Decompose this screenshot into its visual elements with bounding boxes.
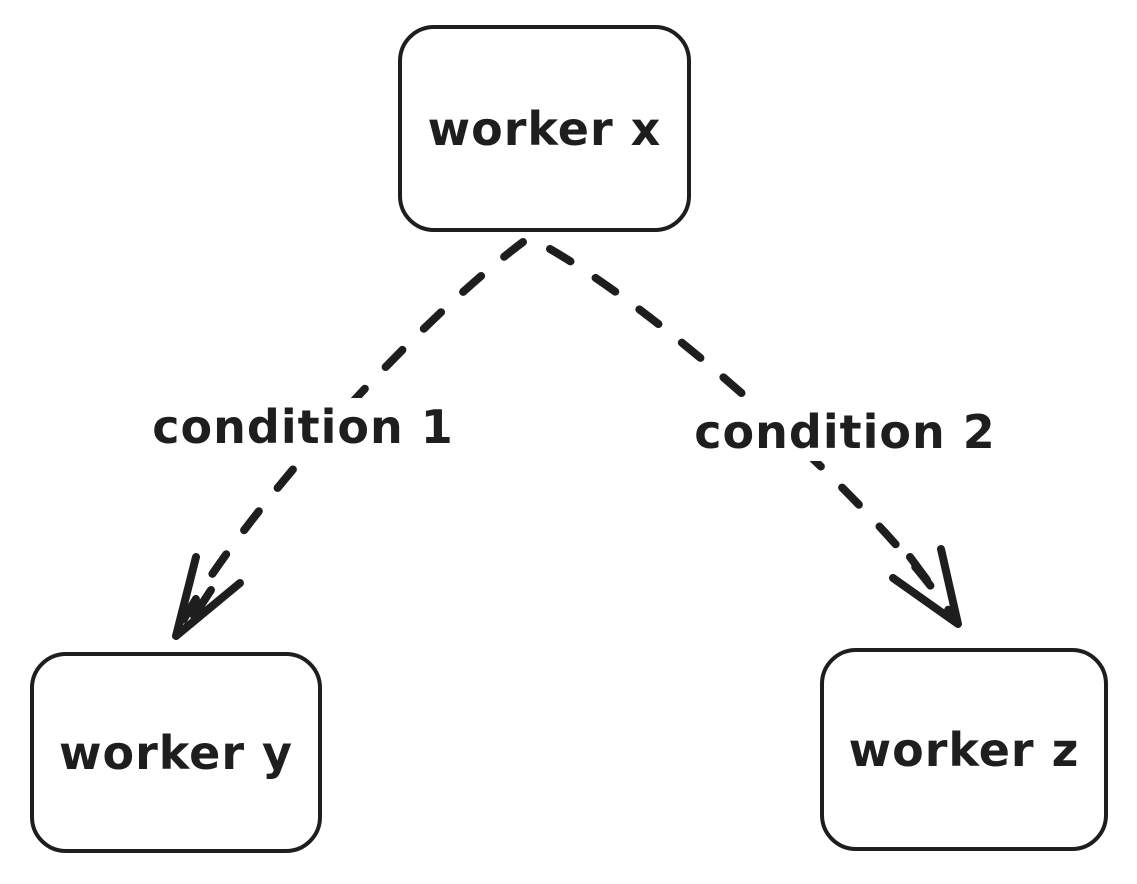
arrowhead-worker-y-icon [172,553,244,640]
node-worker-z: worker z [820,648,1108,851]
arrowhead-worker-z-sketch-stroke [906,553,931,584]
node-worker-x: worker x [398,25,691,232]
node-worker-z-label: worker z [848,722,1080,777]
node-worker-y: worker y [30,652,322,853]
edge-label-condition-2: condition 2 [680,403,1010,461]
arrowhead-worker-y-sketch-stroke [190,586,215,620]
node-worker-x-label: worker x [427,101,662,156]
arrowhead-worker-z-icon [889,545,962,628]
edge-label-condition-1: condition 1 [138,398,468,456]
node-worker-y-label: worker y [58,725,294,780]
